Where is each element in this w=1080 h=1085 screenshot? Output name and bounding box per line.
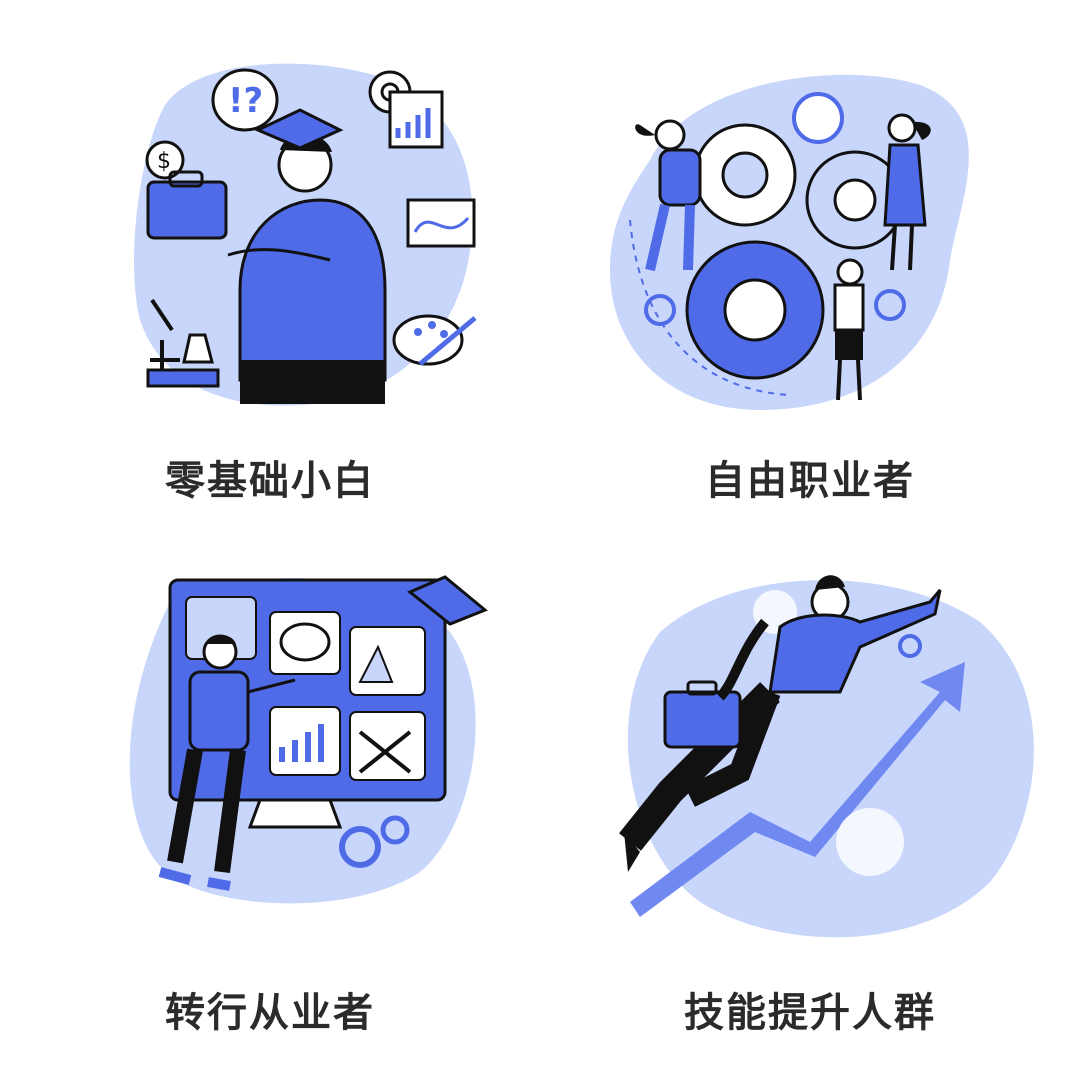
- label-career-changer: 转行从业者: [165, 990, 375, 1036]
- svg-text:$: $: [157, 149, 171, 174]
- label-upskilling: 技能提升人群: [684, 990, 936, 1036]
- card-beginner: !? $: [0, 0, 540, 542]
- svg-text:!?: !?: [228, 81, 263, 121]
- gears-team-icon: [610, 74, 969, 411]
- card-freelancer: 自由职业者: [540, 0, 1080, 542]
- career-board-icon: [129, 575, 488, 904]
- label-freelancer: 自由职业者: [705, 458, 915, 504]
- flying-growth-icon: [619, 575, 1034, 938]
- card-career-changer: 转行从业者: [0, 542, 540, 1084]
- label-beginner: 零基础小白: [165, 458, 375, 504]
- card-upskilling: 技能提升人群: [540, 542, 1080, 1084]
- student-thinking-icon: !? $: [134, 63, 477, 406]
